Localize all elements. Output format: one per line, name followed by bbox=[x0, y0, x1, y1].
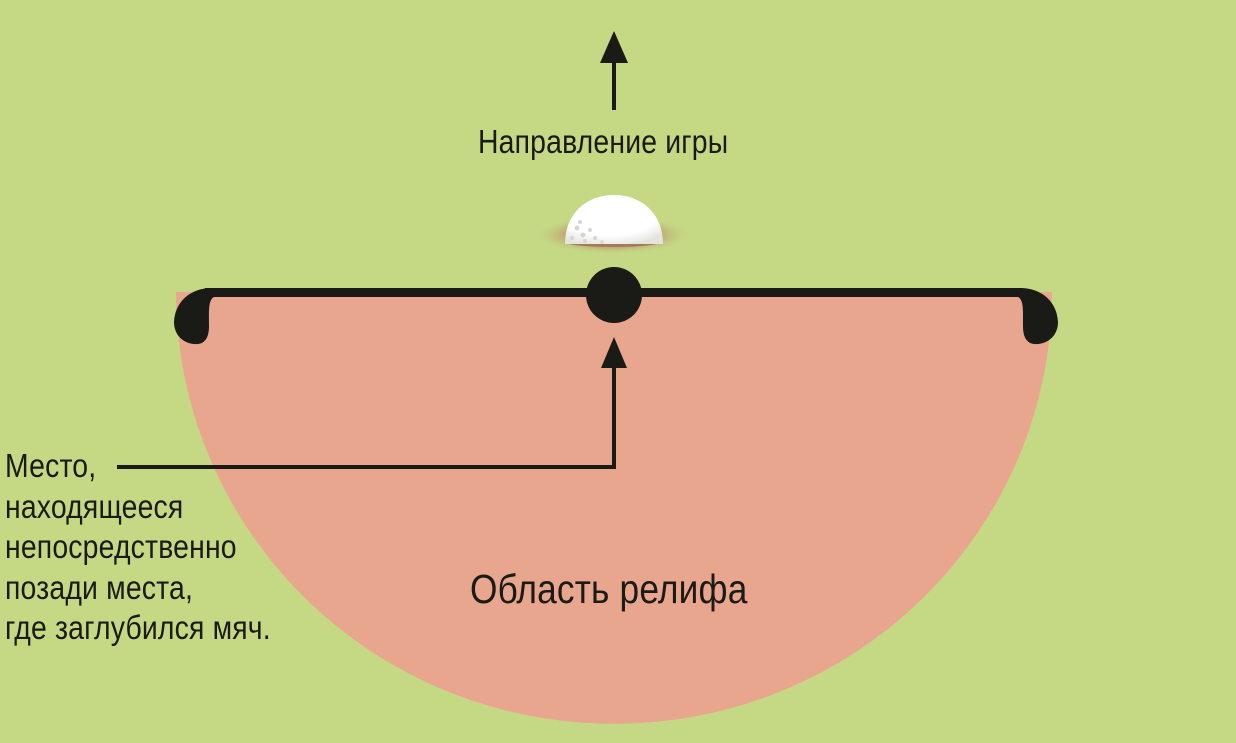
spot-label-line: Место, bbox=[5, 447, 97, 484]
right-end-cap bbox=[1018, 288, 1058, 345]
spot-label-line: непосредственно bbox=[5, 528, 237, 565]
spot-label-line: где заглубился мяч. bbox=[5, 609, 271, 646]
spot-label-line: находящееся bbox=[5, 487, 184, 525]
spot-label-line: позади места, bbox=[5, 568, 194, 606]
pointer-arrow-icon bbox=[117, 337, 627, 469]
golf-ball-icon bbox=[533, 195, 693, 255]
relief-area-semicircle bbox=[176, 292, 1052, 724]
spot-description-label: Место, находящееся непосредственно позад… bbox=[5, 446, 271, 649]
up-arrow-icon bbox=[600, 31, 628, 110]
left-end-cap bbox=[174, 288, 214, 345]
reference-point-dot bbox=[586, 267, 642, 323]
relief-area-label: Область релифа bbox=[470, 566, 748, 612]
direction-of-play-label: Направление игры bbox=[478, 123, 729, 160]
